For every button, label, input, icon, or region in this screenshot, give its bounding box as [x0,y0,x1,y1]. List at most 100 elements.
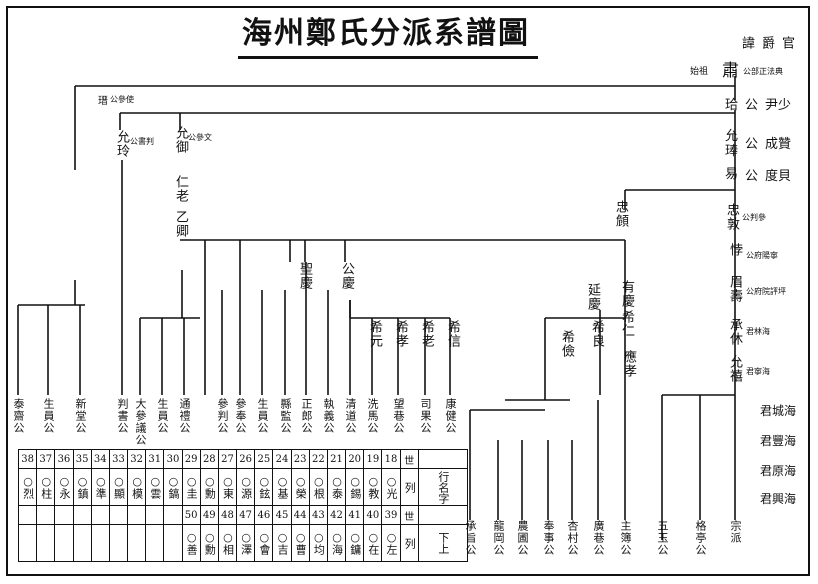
mid-name-2: 有慶 [619,280,634,308]
bottom-left-14: 清道公 [344,398,357,434]
gen-number-cell: 19 [363,449,383,469]
branch-top-title: 公參使 [110,95,134,104]
upper-branch-2: 允御 [173,126,188,154]
bottom-left-7: 通禮公 [178,398,191,434]
gen-character-cell: ○教 [363,468,383,506]
gen-character-cell: ○柱 [36,468,56,506]
gen-character-cell: ○雲 [145,468,165,506]
gen-character-cell: ○澤 [236,524,256,562]
branch-top-name: 瑨 [98,96,108,107]
bottom-right-7: 主簿公 [619,520,632,556]
gen-number-cell: 世 [399,505,419,525]
gen-character-cell: ○勳 [199,524,219,562]
gen-character-cell: ○海 [326,524,347,562]
ancestor-title-1: 官 [779,36,794,50]
bottom-left-15: 洗馬公 [366,398,379,434]
blank-cell [72,524,92,562]
gen-number-cell: 26 [236,449,256,469]
gen-number-header [417,449,469,469]
gen-number-cell: 36 [54,449,74,469]
mid-name-16: 乙卿 [173,210,188,238]
bottom-left-13: 執義公 [322,398,335,434]
gen-11-note: 君寧海 [746,367,770,376]
gen-character-cell: ○鉉 [254,468,274,506]
gen-7b-note: 公判參 [742,213,766,222]
bottom-left-18: 康健公 [444,398,457,434]
gen-character-cell: ○在 [363,524,383,562]
gen-9: 眉壽 [727,275,742,303]
gen-number-cell: 46 [254,505,274,525]
upper-branch-1: 允玲 [114,130,129,158]
gen-character-cell: ○鎮 [72,468,92,506]
gen-character-cell: ○準 [90,468,110,506]
gen-character-cell: ○鎬 [163,468,183,506]
blank-cell [127,505,147,525]
gen-number-cell: 43 [308,505,328,525]
blank-cell [145,524,165,562]
bottom-left-16: 望巷公 [392,398,405,434]
bottom-left-4: 判書公 [116,398,129,434]
blank-cell [90,524,110,562]
gen-character-cell: ○會 [254,524,274,562]
gen-character-cell: ○鏞 [345,524,365,562]
bottom-left-5: 大參議公 [134,398,147,446]
blank-cell [90,505,110,525]
gen-number-cell: 47 [236,505,256,525]
mainline-2-name: 允 [725,129,739,144]
mainline-2-title: 成贊 [765,137,792,152]
bottom-right-3: 農圃公 [516,520,529,556]
gen-number-cell: 28 [199,449,219,469]
gen-9-note: 公府院評坪 [746,287,786,296]
bottom-right-5: 杏村公 [566,520,579,556]
gen-number-cell: 20 [345,449,365,469]
blank-cell [36,524,56,562]
bottom-left-11: 縣監公 [279,398,292,434]
gen-number-cell: 32 [127,449,147,469]
gen-character-cell: 列 [399,524,419,562]
gen-number-cell: 30 [163,449,183,469]
gen-number-cell: 44 [290,505,310,525]
gen-number-cell: 37 [36,449,56,469]
gen-number-cell: 27 [217,449,238,469]
gen-character-cell: ○勳 [199,468,219,506]
right-label-1: 君城海 [760,404,797,418]
mid-name-6: 應孝 [621,350,636,378]
document-frame [6,6,810,576]
gen-number-cell: 40 [363,505,383,525]
gen-character-cell: ○烈 [17,468,38,506]
gen-character-header: 行名字 [417,468,469,506]
bottom-left-6: 生員公 [156,398,169,434]
mid-name-12: 希老 [419,320,434,348]
gen-character-header: 下上 [417,524,469,562]
gen-number-cell: 48 [217,505,238,525]
ancestor-name: 肅 [722,61,739,81]
blank-cell [163,505,183,525]
blank-cell [54,524,74,562]
gen-character-cell: ○吉 [272,524,292,562]
gen-number-cell: 21 [326,449,347,469]
mid-name-13: 希信 [445,320,460,348]
gen-character-cell: ○錫 [345,468,365,506]
gen-number-cell: 24 [272,449,292,469]
mid-name-10: 希元 [367,320,382,348]
gen-character-cell: ○泰 [326,468,347,506]
gen-number-cell: 42 [326,505,347,525]
gen-number-cell: 世 [399,449,419,469]
mainline-2-rank: 公 [745,137,759,152]
bottom-left-12: 正郎公 [300,398,313,434]
right-label-3: 君原海 [760,464,797,478]
gen-7b: 忠敦 [724,203,739,231]
page-title: 海州鄭氏分派系譜圖 [242,16,530,51]
bottom-left-2: 生員公 [42,398,55,434]
upper-branch-1-note: 公書判 [130,137,154,146]
gen-number-header [417,505,469,525]
mid-name-11: 希孝 [393,320,408,348]
ancestor-title-3: 諱 [739,36,754,50]
bottom-right-8: 五玉公 [656,520,669,556]
bottom-left-10: 生員公 [256,398,269,434]
gen-number-cell: 22 [308,449,328,469]
gen-character-cell: ○左 [381,524,401,562]
blank-cell [145,505,165,525]
gen-number-cell: 23 [290,449,310,469]
